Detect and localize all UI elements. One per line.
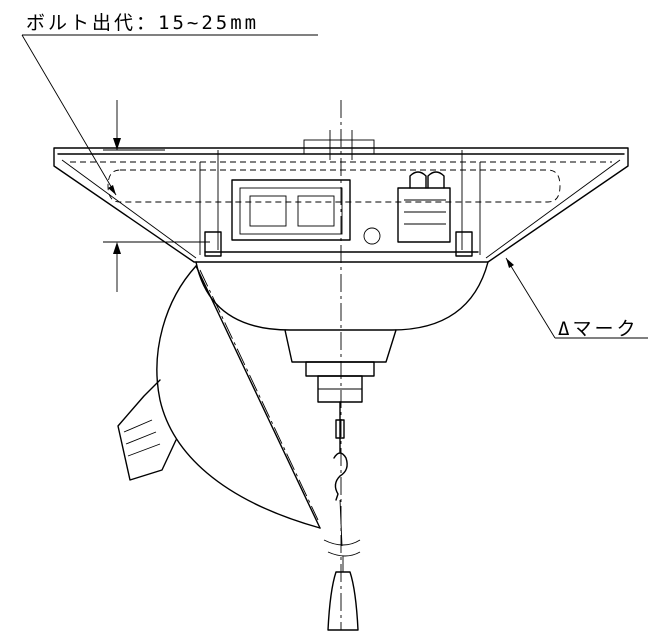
mark-leader	[505, 257, 648, 339]
mark-label: Δマーク	[558, 318, 639, 340]
centerlines	[199, 100, 342, 630]
open-shade	[117, 265, 321, 529]
dimension-lines	[103, 100, 210, 292]
pull-cord	[323, 401, 361, 631]
mechanism	[199, 130, 481, 257]
bolt-leader	[21, 34, 318, 196]
lamp-dome	[195, 261, 489, 403]
bolt-length-label: ボルト出代：15~25mm	[26, 12, 260, 34]
